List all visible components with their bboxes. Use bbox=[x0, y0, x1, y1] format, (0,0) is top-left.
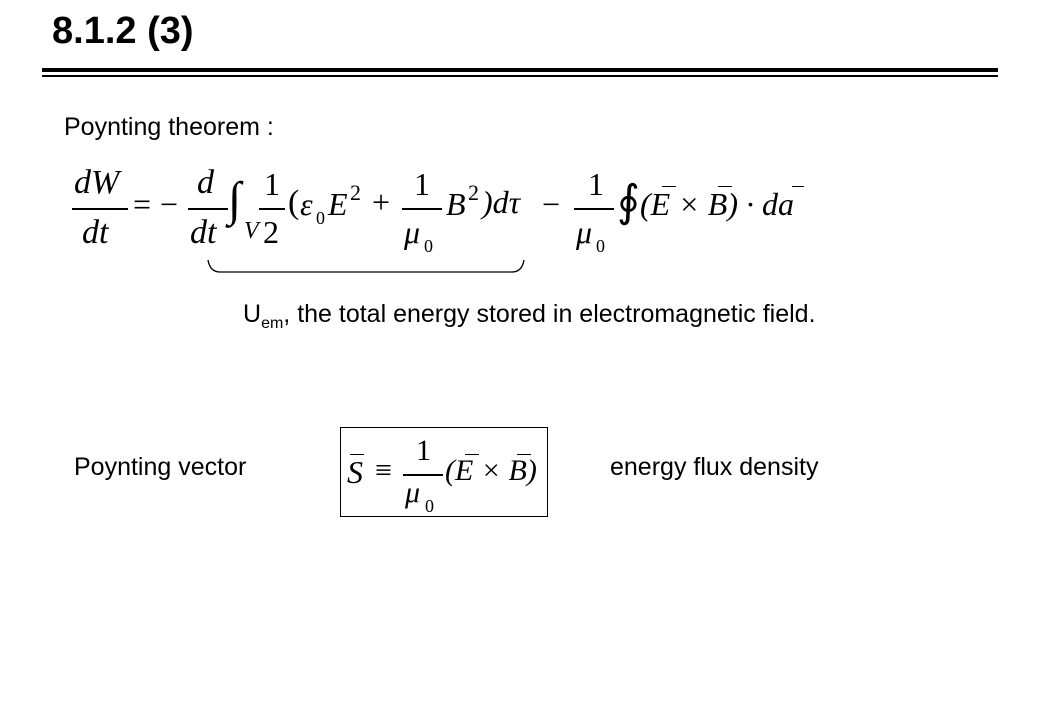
surface-integral-sign: ∮ bbox=[617, 177, 640, 226]
poynting-B-vector-bar bbox=[517, 454, 531, 456]
poynting-E-vector-bar bbox=[465, 454, 479, 456]
poynting-fraction-numerator: 1 bbox=[416, 434, 431, 467]
lhs-numerator: dW bbox=[74, 164, 120, 201]
second-mu-fraction-numerator: 1 bbox=[588, 166, 604, 202]
B-vector-bar bbox=[718, 186, 732, 188]
mu-subscript: 0 bbox=[424, 236, 433, 256]
S-vector-bar bbox=[350, 454, 364, 456]
half-denominator: 2 bbox=[263, 214, 279, 250]
half-numerator: 1 bbox=[264, 166, 280, 202]
cross-product-term: (E × B) · da bbox=[640, 186, 794, 222]
energy-underbrace bbox=[207, 259, 525, 273]
poynting-fraction-bar bbox=[403, 474, 443, 476]
poynting-vector-box: S ≡ 1 μ 0 (E × B) bbox=[340, 427, 548, 517]
energy-annotation: Uem, the total energy stored in electrom… bbox=[243, 300, 816, 333]
title-underline-thin bbox=[42, 75, 998, 77]
volume-integral-sign: ∫ bbox=[228, 173, 242, 226]
open-paren: ( bbox=[288, 184, 300, 221]
E-symbol: E bbox=[328, 186, 348, 222]
d-denominator: dt bbox=[190, 214, 217, 251]
d-numerator: d bbox=[197, 164, 214, 201]
close-paren-dtau: )dτ bbox=[482, 184, 521, 220]
lhs-fraction-bar bbox=[72, 208, 128, 210]
equivalence-sign: ≡ bbox=[375, 454, 392, 487]
B-symbol: B bbox=[446, 186, 466, 222]
d-fraction-bar bbox=[188, 208, 228, 210]
plus-sign: + bbox=[372, 184, 391, 220]
second-mu-subscript: 0 bbox=[596, 236, 605, 256]
slide-title: 8.1.2 (3) bbox=[52, 10, 194, 52]
B-squared-exponent: 2 bbox=[468, 180, 479, 205]
a-vector-bar bbox=[792, 186, 804, 188]
poynting-mu-symbol: μ bbox=[405, 476, 421, 509]
poynting-cross-term: (E × B) bbox=[445, 454, 537, 487]
poynting-mu-subscript: 0 bbox=[425, 496, 434, 516]
epsilon-symbol: ε bbox=[300, 186, 313, 222]
minus-sign-1: − bbox=[160, 186, 179, 222]
energy-description: , the total energy stored in electromagn… bbox=[283, 300, 816, 328]
epsilon-subscript: 0 bbox=[316, 208, 325, 228]
mu-fraction-bar bbox=[402, 208, 442, 210]
mu-fraction-numerator: 1 bbox=[414, 166, 430, 202]
second-mu-fraction-bar bbox=[574, 208, 614, 210]
energy-flux-density-label: energy flux density bbox=[610, 453, 819, 481]
second-mu-symbol: μ bbox=[576, 214, 593, 250]
S-symbol: S bbox=[347, 454, 363, 490]
minus-sign-2: − bbox=[542, 186, 561, 222]
E-vector-bar bbox=[662, 186, 676, 188]
u-subscript: em bbox=[261, 315, 284, 332]
equals-sign: = bbox=[133, 186, 152, 222]
half-fraction-bar bbox=[259, 208, 285, 210]
lhs-denominator: dt bbox=[82, 214, 109, 251]
volume-subscript: V bbox=[244, 218, 259, 244]
mu-symbol: μ bbox=[404, 214, 421, 250]
poynting-vector-label: Poynting vector bbox=[74, 453, 247, 481]
u-symbol: U bbox=[243, 300, 262, 328]
section-heading: Poynting theorem : bbox=[64, 113, 274, 141]
E-squared-exponent: 2 bbox=[350, 180, 361, 205]
title-underline-thick bbox=[42, 68, 998, 72]
